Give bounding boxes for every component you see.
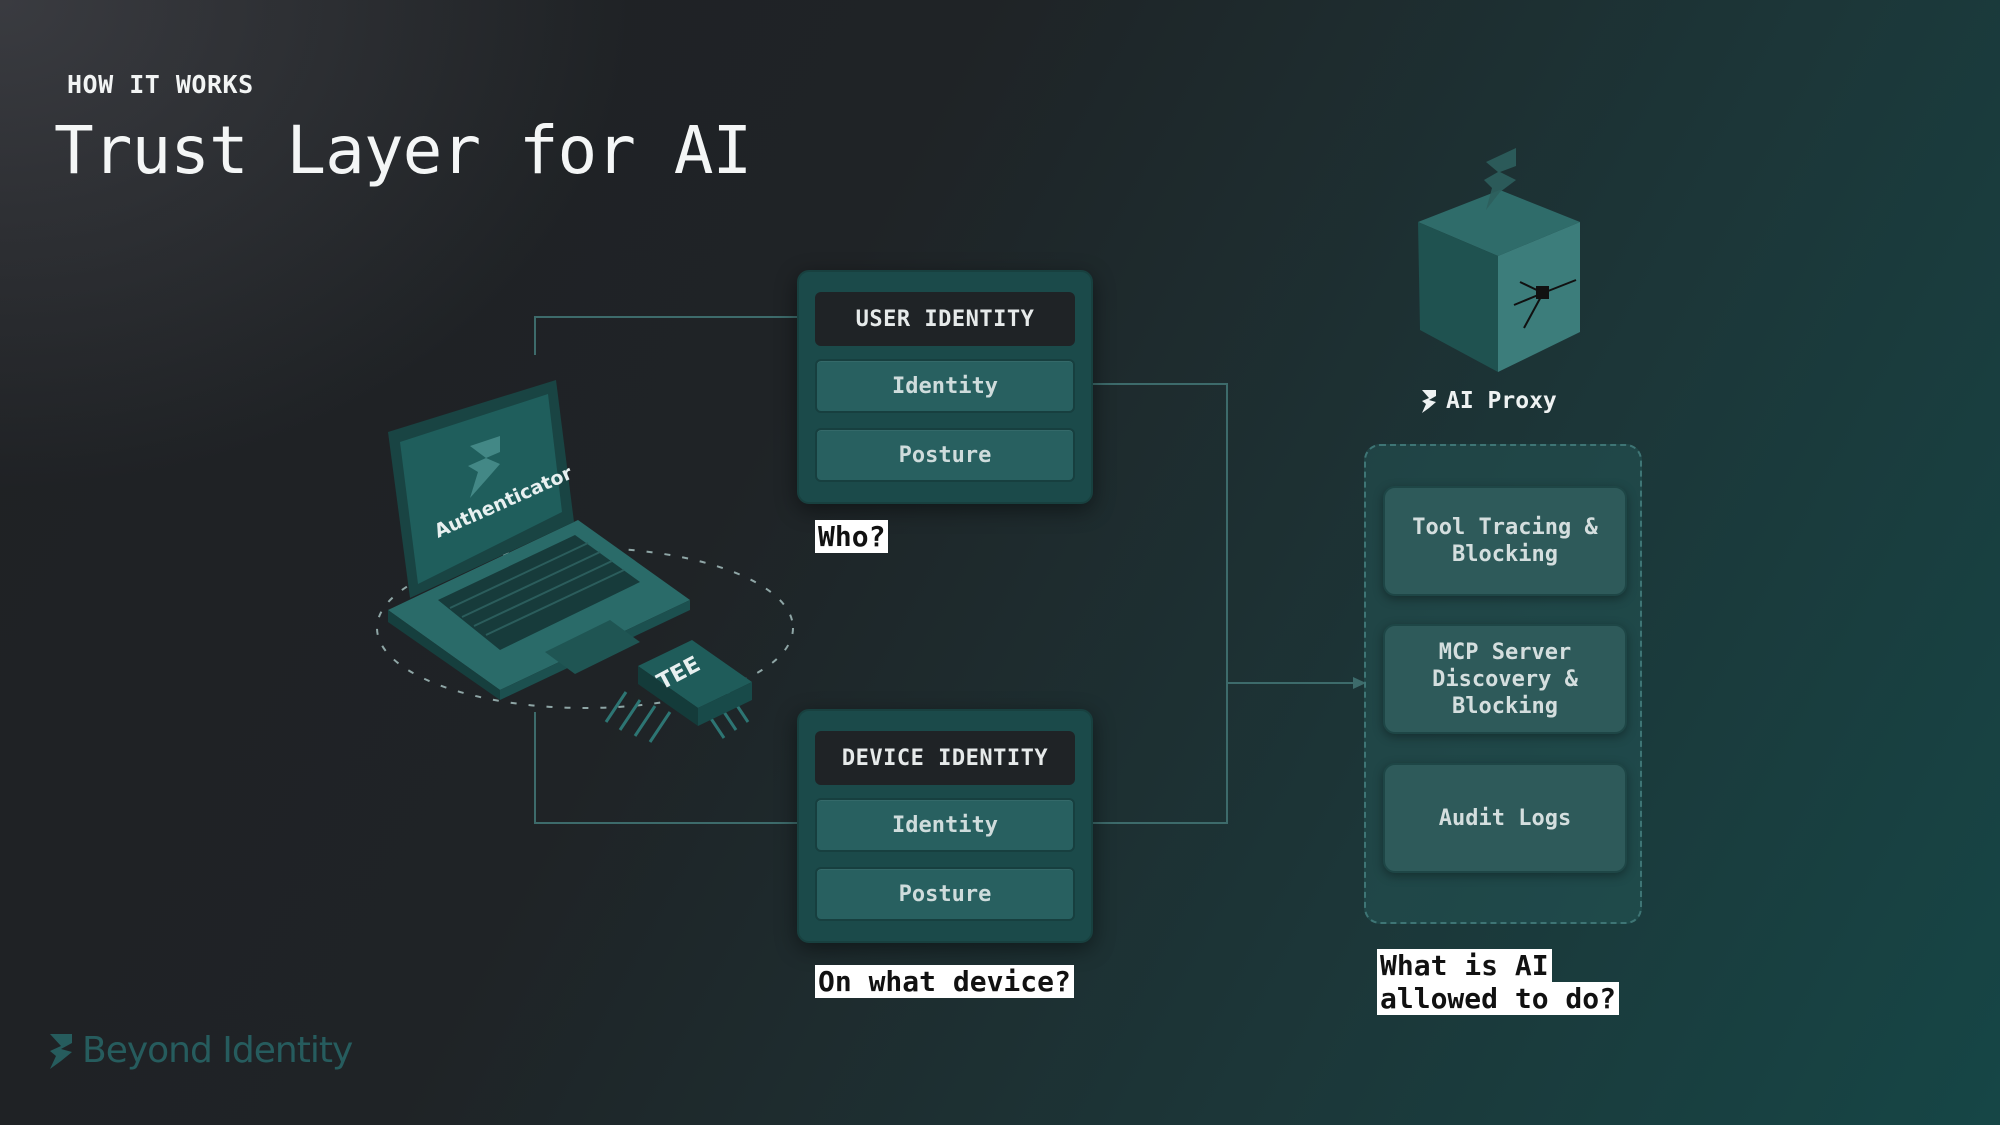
orbit-ring — [376, 547, 794, 709]
beyond-identity-mark-icon — [1422, 390, 1436, 413]
trackpad — [545, 620, 640, 674]
page-title: Trust Layer for AI — [54, 112, 752, 189]
user-identity-panel: USER IDENTITY Identity Posture — [797, 270, 1093, 504]
user-posture-row: Posture — [815, 428, 1075, 482]
laptop-to-user-line — [534, 316, 797, 355]
user-to-proxy-line — [1092, 383, 1228, 824]
brand-name: Beyond Identity — [82, 1030, 353, 1071]
who-question: Who? — [815, 520, 889, 553]
audit-logs-card: Audit Logs — [1383, 763, 1627, 873]
ai-proxy-label-text: AI Proxy — [1446, 388, 1557, 414]
audit-logs-label: Audit Logs — [1438, 805, 1572, 831]
laptop-to-device-line — [534, 712, 797, 824]
ai-proxy-cube-icon — [1418, 148, 1580, 372]
tool-tracing-line1: Tool Tracing & — [1412, 515, 1598, 540]
device-identity-panel: DEVICE IDENTITY Identity Posture — [797, 709, 1093, 943]
mcp-line1: MCP Server — [1438, 639, 1572, 665]
brand-logo: Beyond Identity — [48, 1030, 353, 1071]
user-identity-header: USER IDENTITY — [815, 292, 1075, 346]
device-identity-row: Identity — [815, 798, 1075, 852]
ai-question-line1: What is AI — [1377, 949, 1552, 982]
ai-proxy-capabilities: Tool Tracing & Blocking MCP Server Disco… — [1364, 444, 1642, 924]
tool-tracing-card: Tool Tracing & Blocking — [1383, 486, 1627, 596]
arrow-head — [1353, 677, 1366, 689]
keyboard — [438, 535, 640, 650]
tee-chip-illustration — [604, 640, 752, 743]
screen-logo-icon — [468, 436, 500, 498]
device-identity-header: DEVICE IDENTITY — [815, 731, 1075, 785]
device-question: On what device? — [815, 965, 1074, 998]
user-identity-row: Identity — [815, 359, 1075, 413]
mcp-line2: Discovery & — [1432, 666, 1578, 692]
section-eyebrow: HOW IT WORKS — [67, 70, 254, 99]
laptop-screen — [400, 394, 562, 584]
device-posture-row: Posture — [815, 867, 1075, 921]
laptop-illustration — [388, 380, 690, 700]
mcp-server-card: MCP Server Discovery & Blocking — [1383, 624, 1627, 734]
ai-question-line2: allowed to do? — [1377, 982, 1620, 1015]
beyond-identity-logo-icon — [50, 1033, 72, 1069]
mcp-line3: Blocking — [1452, 693, 1558, 719]
ai-proxy-label: AI Proxy — [1420, 388, 1557, 414]
tool-tracing-line2: Blocking — [1452, 542, 1558, 567]
